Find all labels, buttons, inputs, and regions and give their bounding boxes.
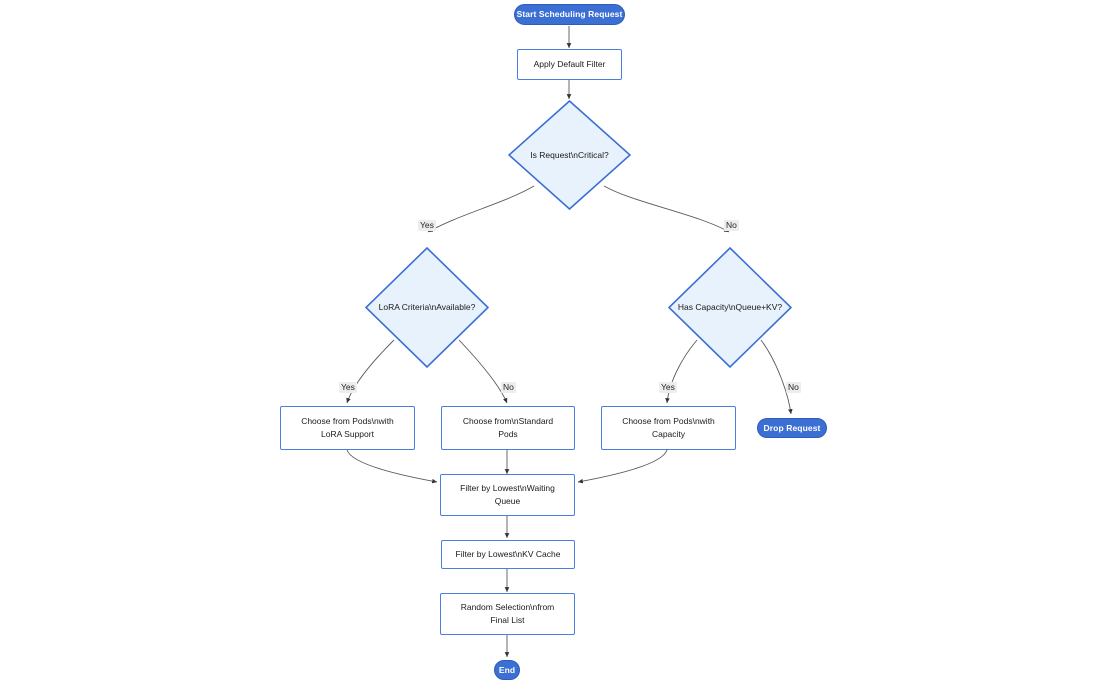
node-choose-standard-pods[interactable]: Choose from\nStandard Pods: [441, 406, 575, 450]
node-lora-criteria-available-label: LoRA Criteria\nAvailable?: [378, 302, 476, 312]
node-apply-default-filter[interactable]: Apply Default Filter: [517, 49, 622, 80]
node-choose-standard-pods-label-line2: Pods: [498, 429, 518, 439]
node-end[interactable]: End: [494, 660, 520, 680]
node-start[interactable]: Start Scheduling Request: [514, 4, 625, 25]
edge-label-critical-no: No: [724, 220, 739, 231]
node-random-selection-final-list-label-line2: Final List: [490, 615, 525, 625]
node-is-request-critical[interactable]: Is Request\nCritical?: [508, 100, 631, 210]
node-lora-criteria-available[interactable]: LoRA Criteria\nAvailable?: [365, 247, 489, 368]
node-choose-pods-capacity[interactable]: Choose from Pods\nwith Capacity: [601, 406, 736, 450]
node-apply-default-filter-label: Apply Default Filter: [533, 59, 606, 69]
edge-label-lora-no: No: [501, 382, 516, 393]
node-end-label: End: [498, 664, 516, 675]
node-filter-lowest-waiting-queue[interactable]: Filter by Lowest\nWaiting Queue: [440, 474, 575, 516]
node-filter-lowest-waiting-queue-text: Filter by Lowest\nWaiting Queue: [460, 482, 555, 508]
diamond-shape-is-request-critical: [508, 100, 631, 210]
node-choose-pods-lora-support-label-line1: Choose from Pods\nwith: [301, 416, 394, 426]
node-filter-lowest-kv-cache-label: Filter by Lowest\nKV Cache: [455, 549, 561, 559]
node-random-selection-final-list-text: Random Selection\nfrom Final List: [461, 601, 555, 627]
node-choose-pods-lora-support[interactable]: Choose from Pods\nwith LoRA Support: [280, 406, 415, 450]
diamond-shape-has-capacity-queue-kv: [668, 247, 792, 368]
node-filter-lowest-waiting-queue-label-line2: Queue: [494, 496, 521, 506]
node-choose-pods-capacity-text: Choose from Pods\nwith Capacity: [622, 415, 715, 441]
node-choose-standard-pods-text: Choose from\nStandard Pods: [463, 415, 553, 441]
diamond-shape-lora-criteria-available: [365, 247, 489, 368]
node-choose-standard-pods-label-line1: Choose from\nStandard: [462, 416, 554, 426]
node-start-label: Start Scheduling Request: [516, 9, 623, 19]
node-filter-lowest-kv-cache[interactable]: Filter by Lowest\nKV Cache: [441, 540, 575, 569]
node-drop-request-label: Drop Request: [763, 422, 821, 433]
edge-label-capacity-yes: Yes: [659, 382, 677, 393]
node-choose-pods-lora-support-label-line2: LoRA Support: [321, 429, 374, 439]
edge-choose-capacity-to-filter-queue: [577, 449, 668, 484]
node-choose-pods-lora-support-text: Choose from Pods\nwith LoRA Support: [301, 415, 394, 441]
edge-label-lora-yes: Yes: [339, 382, 357, 393]
edge-choose-lora-to-filter-queue: [346, 449, 438, 484]
node-choose-pods-capacity-label-line1: Choose from Pods\nwith: [622, 416, 715, 426]
node-choose-pods-capacity-label-line2: Capacity: [651, 429, 686, 439]
node-filter-lowest-waiting-queue-label-line1: Filter by Lowest\nWaiting: [460, 483, 555, 493]
node-has-capacity-queue-kv-label: Has Capacity\nQueue+KV?: [677, 302, 783, 312]
edge-label-critical-yes: Yes: [418, 220, 436, 231]
node-drop-request[interactable]: Drop Request: [757, 418, 827, 438]
node-is-request-critical-label: Is Request\nCritical?: [530, 149, 609, 160]
node-random-selection-final-list-label-line1: Random Selection\nfrom: [460, 602, 555, 612]
edge-label-capacity-no: No: [786, 382, 801, 393]
node-has-capacity-queue-kv[interactable]: Has Capacity\nQueue+KV?: [668, 247, 792, 368]
node-random-selection-final-list[interactable]: Random Selection\nfrom Final List: [440, 593, 575, 635]
